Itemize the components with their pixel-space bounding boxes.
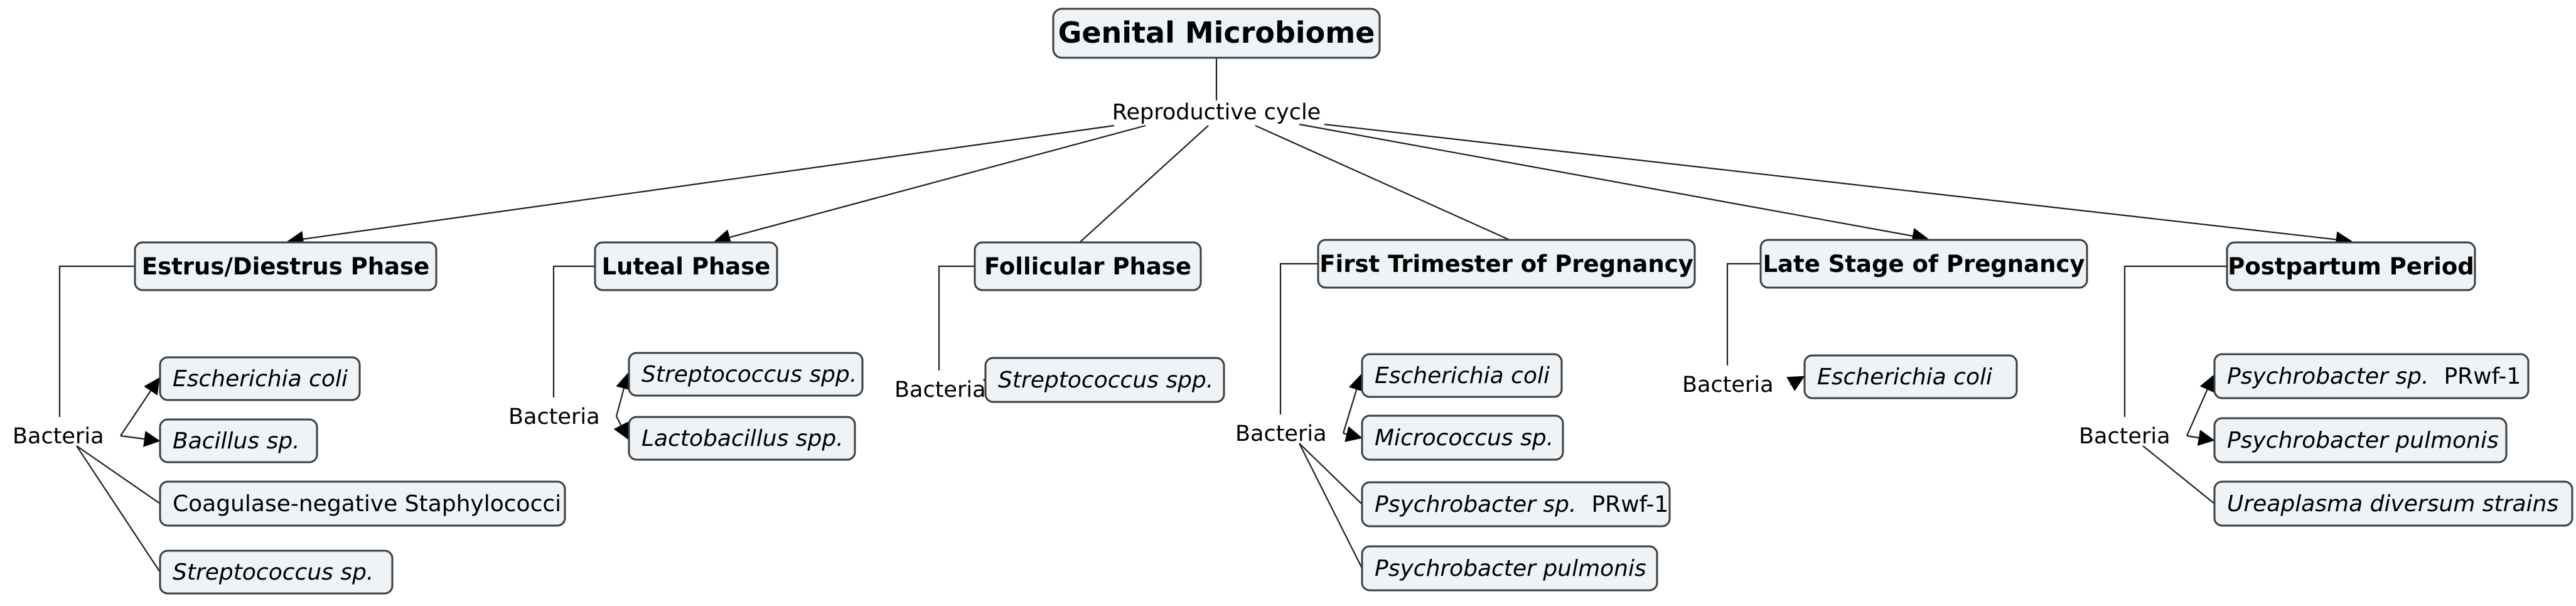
title-node[interactable]: Genital Microbiome — [1052, 8, 1381, 59]
phase-label: First Trimester of Pregnancy — [1319, 251, 1693, 278]
bacteria-node[interactable] — [628, 416, 856, 461]
phase-label: Postpartum Period — [2228, 253, 2474, 280]
bacteria-name: Streptococcus spp. — [998, 367, 1213, 393]
phase-box[interactable] — [2226, 241, 2476, 291]
bacteria-label: Bacteria — [508, 404, 600, 430]
bacteria-label: Bacteria — [2079, 424, 2171, 449]
title-label: Genital Microbiome — [1058, 16, 1375, 50]
bacteria-name: Coagulase-negative Staphylococci — [173, 491, 561, 517]
bacteria-to-leaf-edge — [120, 377, 160, 436]
bacteria-to-leaf-edge — [615, 372, 632, 417]
bacteria-to-leaf-edge — [120, 431, 161, 447]
hub-label: Reproductive cycle — [1112, 100, 1321, 125]
bacteria-name: Lactobacillus spp. — [641, 426, 844, 452]
phase-box[interactable] — [1317, 239, 1696, 289]
phase-to-bacteria-edge — [938, 265, 975, 371]
hub-to-phase-edge — [1299, 123, 1929, 244]
bacteria-to-leaf-edge — [1342, 374, 1365, 434]
bacteria-to-leaf-edge — [2186, 430, 2215, 446]
bacteria-node[interactable] — [159, 418, 318, 463]
hub-to-phase-edge — [287, 124, 1115, 247]
bacteria-node[interactable] — [628, 352, 864, 397]
bacteria-node[interactable] — [1803, 354, 2018, 399]
bacteria-name: Psychrobacter pulmonis — [1375, 556, 1646, 582]
hub-to-phase-edge — [1255, 124, 1510, 241]
bacteria-node[interactable] — [1361, 481, 1671, 528]
bacteria-node[interactable] — [2213, 417, 2508, 463]
bacteria-to-leaf-edge — [1299, 443, 1363, 505]
hub-to-phase-edge — [1079, 125, 1209, 243]
bacteria-name: Psychrobacter pulmonis — [2227, 428, 2499, 453]
bacteria-name: Escherichia coli — [173, 366, 348, 392]
bacteria-name: Bacillus sp. — [173, 428, 300, 454]
phase-to-bacteria-edge — [1726, 262, 1761, 365]
phase-to-bacteria-edge — [552, 265, 595, 398]
phase-box[interactable] — [594, 241, 778, 291]
bacteria-to-leaf-edge — [1343, 426, 1363, 442]
bacteria-name: Micrococcus sp. — [1375, 425, 1554, 451]
bacteria-node[interactable] — [1361, 545, 1658, 592]
phase-box[interactable] — [134, 241, 437, 291]
phase-label: Late Stage of Pregnancy — [1763, 251, 2085, 278]
bacteria-name: Streptococcus spp. — [641, 362, 857, 387]
bacteria-node[interactable] — [159, 356, 361, 401]
bacteria-label: Bacteria — [1682, 372, 1774, 398]
bacteria-to-leaf-edge — [613, 416, 629, 440]
bacteria-name: Streptococcus sp. — [173, 560, 373, 585]
phase-label: Luteal Phase — [602, 253, 771, 280]
bacteria-name: Escherichia coli — [1817, 364, 1992, 390]
phase-box[interactable] — [974, 241, 1202, 291]
hub-to-phase-edge — [1324, 123, 2353, 248]
strain-suffix: PRwf-1 — [1591, 492, 1668, 517]
connector-lines — [58, 58, 2353, 573]
bacteria-name: Psychrobacter sp.PRwf-1 — [1375, 492, 1668, 517]
bacteria-label: Bacteria — [1235, 421, 1327, 446]
bacteria-to-leaf-edge — [1299, 443, 1363, 569]
phase-to-bacteria-edge — [1279, 262, 1318, 414]
phase-label: Estrus/Diestrus Phase — [142, 253, 429, 280]
bacteria-node[interactable] — [984, 357, 1225, 403]
bacteria-to-leaf-edge — [2142, 445, 2215, 504]
hub-to-phase-edge — [714, 124, 1146, 246]
strain-suffix: PRwf-1 — [2444, 364, 2521, 389]
phase-to-bacteria-edge — [58, 265, 135, 417]
bacteria-to-leaf-edge — [76, 445, 161, 573]
bacteria-name: Ureaplasma diversum strains — [2227, 491, 2558, 517]
bacteria-node[interactable] — [1361, 353, 1563, 398]
bacteria-node[interactable] — [159, 480, 566, 527]
bacteria-to-leaf-edge — [1786, 376, 1805, 391]
bacteria-to-leaf-edge — [76, 445, 161, 504]
bacteria-name: Escherichia coli — [1375, 363, 1550, 389]
bacteria-to-leaf-edge — [2186, 374, 2215, 436]
bacteria-label: Bacteria — [13, 424, 104, 449]
bacteria-name: Psychrobacter sp.PRwf-1 — [2227, 364, 2521, 389]
bacteria-node[interactable] — [2213, 480, 2573, 527]
bacteria-node[interactable] — [1361, 414, 1564, 461]
bacteria-node[interactable] — [2213, 353, 2530, 399]
bacteria-node[interactable] — [159, 549, 394, 595]
bacteria-label: Bacteria — [894, 377, 986, 403]
phase-box[interactable] — [1759, 239, 2088, 289]
phase-to-bacteria-edge — [2123, 265, 2227, 417]
phase-label: Follicular Phase — [984, 253, 1191, 280]
